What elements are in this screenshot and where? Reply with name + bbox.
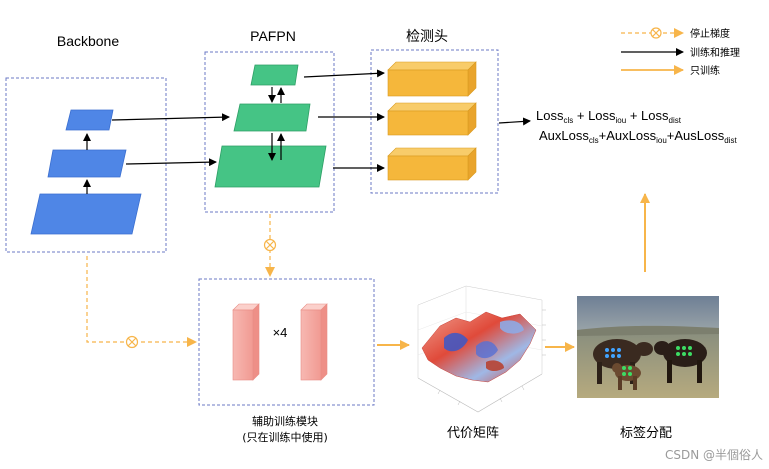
head-to-loss-arrow bbox=[498, 117, 531, 126]
legend-train-only-label: 只训练 bbox=[690, 64, 720, 77]
pafpn-box bbox=[204, 51, 335, 213]
backbone-level-medium bbox=[47, 149, 127, 178]
backbone-to-pafpn-arrow-2 bbox=[125, 158, 217, 167]
pafpn-level-medium bbox=[233, 103, 311, 132]
backbone-to-aux-stop-gradient-path bbox=[86, 256, 197, 347]
backbone-title: Backbone bbox=[57, 33, 119, 49]
head-block-2 bbox=[387, 102, 477, 136]
head-block-1 bbox=[387, 61, 477, 97]
assignment-dots-green-calf bbox=[622, 366, 632, 376]
aux-module-box bbox=[198, 278, 375, 406]
head-block-3 bbox=[387, 147, 477, 181]
watermark: CSDN @半個俗人 bbox=[665, 448, 763, 462]
backbone-level-small bbox=[65, 109, 114, 131]
aux-caption-1: 辅助训练模块 bbox=[252, 414, 318, 428]
pafpn-level-small bbox=[250, 64, 299, 86]
cost-matrix-plot bbox=[417, 285, 546, 413]
assignment-dots-blue bbox=[605, 348, 621, 358]
legend-train-infer-label: 训练和推理 bbox=[690, 46, 740, 59]
pafpn-title: PAFPN bbox=[250, 28, 296, 44]
backbone-level-large bbox=[30, 193, 142, 235]
pafpn-level-large bbox=[214, 145, 327, 188]
label-assignment-label: 标签分配 bbox=[620, 425, 672, 441]
legend-stop-gradient-label: 停止梯度 bbox=[690, 27, 730, 40]
pafpn-to-head-arrow-1 bbox=[303, 69, 385, 78]
assignment-dots-green-right bbox=[676, 346, 692, 356]
stop-gradient-icon bbox=[263, 238, 277, 252]
legend: 停止梯度 训练和推理 只训练 bbox=[621, 27, 740, 77]
aux-block-right bbox=[300, 303, 328, 381]
loss-line-2: AuxLosscls+AuxLossiou+AusLossdist bbox=[539, 128, 737, 145]
head-title: 检测头 bbox=[406, 29, 448, 45]
aux-multiplier-label: ×4 bbox=[273, 325, 288, 340]
loss-line-1: Losscls + Lossiou + Lossdist bbox=[536, 108, 682, 125]
aux-block-left bbox=[232, 303, 260, 381]
aux-caption-2: (只在训练中使用) bbox=[242, 430, 328, 444]
backbone-to-pafpn-arrow-1 bbox=[111, 113, 230, 122]
calf bbox=[612, 363, 641, 390]
label-assignment-image bbox=[577, 296, 719, 398]
cost-matrix-label: 代价矩阵 bbox=[447, 426, 499, 441]
cow-left bbox=[593, 339, 653, 384]
stop-gradient-icon bbox=[125, 335, 139, 349]
backbone-box bbox=[5, 77, 167, 253]
